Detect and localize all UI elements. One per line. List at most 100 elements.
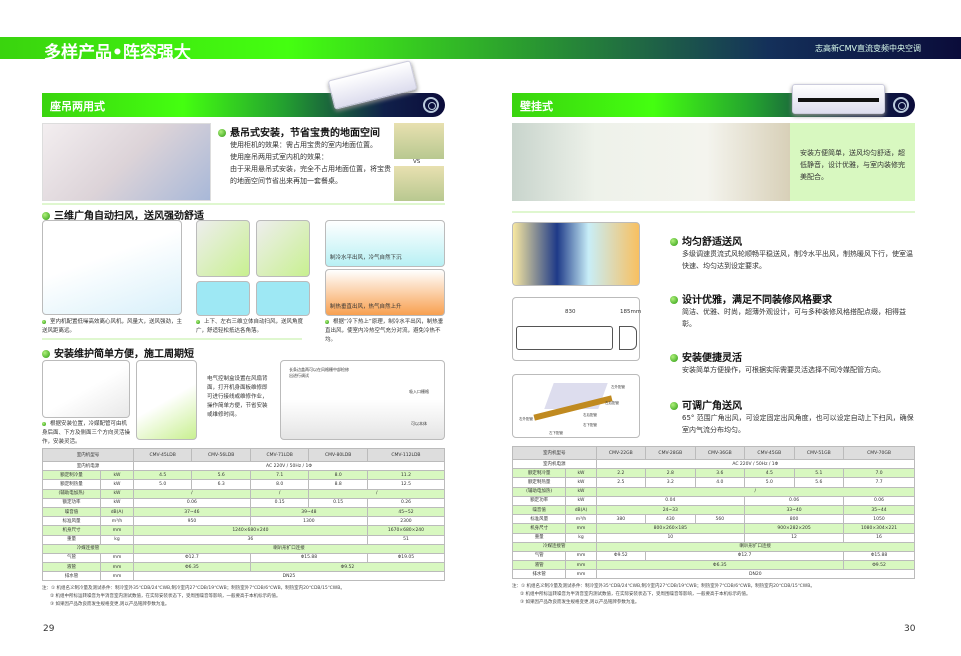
table-cell: 5.6	[793, 477, 845, 488]
table-cell: CMV-28GB	[645, 446, 696, 460]
header-bar	[0, 37, 961, 59]
control-box-illustration	[136, 360, 197, 440]
table-cell: kg	[100, 534, 134, 545]
table-cell: 标准风量	[511, 514, 567, 525]
table-cell: /	[249, 488, 310, 499]
showroom-photo	[42, 123, 211, 201]
table-cell: 35~44	[843, 504, 915, 516]
grille-note: 可以本体	[411, 421, 427, 426]
living-room-photo	[512, 123, 790, 201]
table-cell: mm	[100, 571, 134, 582]
table-cell: 7.7	[843, 477, 915, 488]
table-cell: (辅助电加热)	[511, 486, 567, 497]
airflow-front-image	[256, 281, 310, 316]
table-cell: CMV-51GB	[793, 446, 845, 460]
table-cell: kW	[100, 488, 134, 499]
note: ② 机组中所标运转噪音为半消音室内测试数值，在实际安装状态下，受周围噪音等影响，…	[50, 594, 281, 600]
table-cell: 2300	[366, 516, 446, 527]
cabinet-room-image	[394, 123, 444, 159]
bullet-icon	[670, 354, 678, 362]
table-cell: kW	[565, 495, 597, 506]
caption: 室内机配置低噪高效离心风机，风量大，送风强劲，主送风距离远。	[42, 319, 183, 334]
feature-item: 安装便捷灵活安装简单方便操作，可根据实际需要灵活选择不同冷媒配管方向。	[670, 349, 915, 397]
table-cell: 39~48	[249, 506, 368, 518]
feature-text: 使用座吊两用式室内机的效果：	[230, 153, 328, 161]
feature-item: 设计优雅，满足不同装修风格要求简洁、优雅、时尚，超薄外观设计，可与多种装修风格搭…	[670, 291, 915, 349]
table-row: 冷媒连接管喇叭形扩口连接	[42, 543, 446, 554]
caption: 根据“冷下热上”原理，制冷水平出风，制热垂直出风，使室内冷热空气充分对流，避免冷…	[325, 319, 444, 343]
table-cell: 4.0	[694, 477, 746, 488]
table-cell: 430	[645, 514, 696, 525]
table-cell: 机身尺寸	[41, 525, 102, 536]
intro-text: 安装方便简单，送风均匀舒适，超低静音，设计优雅，与室内装修完美配合。	[800, 149, 905, 181]
table-cell: 排水管	[41, 571, 102, 582]
grille-note: 吸入口栅格	[409, 389, 429, 394]
table-cell: Φ12.7	[132, 552, 251, 564]
cooling-label: 制冷水平出风，冷气自然下沉	[330, 255, 402, 261]
bullet-icon	[42, 212, 50, 220]
feature-item: 均匀舒适送风多级调速贯流式风轮顺畅平稳送风，制冷水平出风，制热暖风下行，使室温快…	[670, 233, 915, 291]
swirl-icon	[893, 97, 909, 113]
table-cell: mm	[100, 552, 134, 564]
table-cell: 液管	[511, 560, 567, 571]
table-cell: 冷媒连接管	[512, 541, 597, 552]
table-cell: 560	[694, 514, 746, 525]
table-cell: 0.15	[308, 497, 368, 508]
table-cell: CMV-80LDB	[308, 448, 368, 462]
table-cell: 45~52	[366, 506, 446, 518]
table-cell: Φ6.35	[595, 560, 845, 571]
table-cell: 1080×304×221	[843, 523, 915, 534]
table-cell: 机身尺寸	[511, 523, 567, 534]
cooling-image: 制冷水平出风，冷气自然下沉	[325, 220, 445, 267]
table-cell: 额定制热量	[511, 477, 567, 488]
note: 注：① 机组名义制冷量及测试条件：制冷室外35℃DB/24℃WB,制冷室内27℃…	[42, 586, 345, 592]
piping-direction-drawing: 左外配管 左后配管 右外配管 右后配管 右下配管 左下配管	[512, 374, 640, 438]
comfort-airflow-illustration	[512, 222, 640, 286]
table-cell: AC 220V / 50Hz / 1Φ	[132, 460, 446, 472]
pipe-label: 右后配管	[583, 413, 597, 417]
table-cell: CMV-70GB	[843, 446, 915, 460]
intro-box: 安装方便简单，送风均匀舒适，超低静音，设计优雅，与室内装修完美配合。	[790, 123, 915, 201]
table-cell: DN25	[132, 571, 446, 582]
family-room-illustration	[42, 220, 182, 315]
grille-note: 长条边盖两可以在风格栅中部检修出进行调试	[289, 367, 349, 378]
table-cell: 5.0	[132, 479, 193, 490]
louver-vertical-image	[196, 220, 250, 277]
table-cell: 噪音值	[511, 504, 567, 516]
grille-maintenance-illustration: 长条边盖两可以在风格栅中部检修出进行调试 吸入口栅格 可以本体	[280, 360, 445, 440]
table-cell: kW	[565, 477, 597, 488]
maintenance-text: 电气控制盒设置在风扇背面，打开机身面板维修即可进行接线或维修作业，操作简单方便，…	[207, 376, 268, 418]
table-cell: Φ15.88	[249, 552, 368, 564]
feature-hanging: 悬吊式安装，节省宝贵的地面空间 使用柜机的效果：需占用宝贵的室内地面位置。 使用…	[218, 124, 392, 187]
table-cell: 冷媒连接管	[42, 543, 134, 554]
table-cell: Φ6.35	[132, 562, 251, 573]
table-cell: 排水管	[511, 569, 567, 580]
table-cell: 1050	[843, 514, 915, 525]
width-dimension: 830	[565, 309, 576, 315]
table-row: (辅助电加热)kW/	[511, 486, 916, 497]
table-cell: kW	[565, 468, 597, 479]
table-cell: Φ9.52	[595, 550, 647, 562]
table-cell: kW	[100, 479, 134, 490]
table-cell: Φ12.7	[645, 550, 845, 562]
note: 注：① 机组名义制冷量及测试条件：制冷室外35℃DB/24℃WB,制冷室内27℃…	[512, 584, 815, 590]
bullet-icon	[670, 296, 678, 304]
table-cell: 7.1	[249, 470, 310, 481]
table-cell: 3.2	[645, 477, 696, 488]
table-cell: 5.0	[744, 477, 795, 488]
